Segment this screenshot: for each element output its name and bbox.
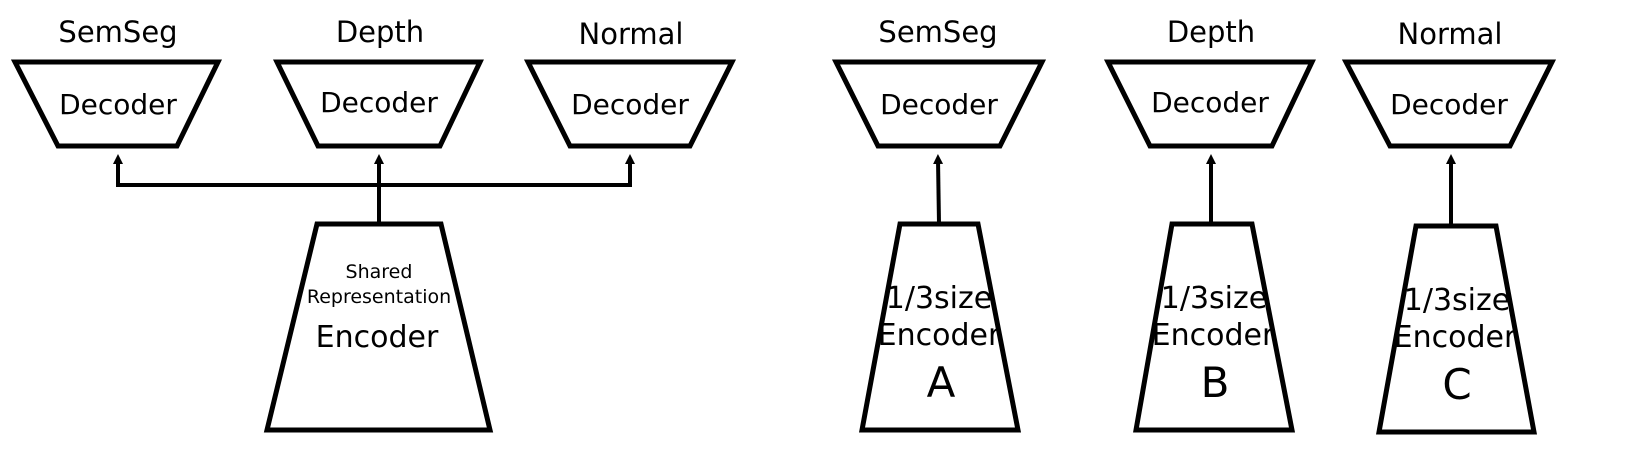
arrow-a <box>933 154 944 225</box>
encoder-label: Encoder <box>878 318 1001 353</box>
decoder-label: Decoder <box>571 88 689 121</box>
encoder-note-line2: Representation <box>307 286 451 308</box>
decoder-semseg: Decoder <box>10 59 223 149</box>
encoder-label: Encoder <box>1152 318 1275 353</box>
encoder-note-line1: Shared <box>346 261 413 283</box>
encoder-c: 1/3size Encoder C <box>1376 223 1538 435</box>
task-label-semseg: SemSeg <box>878 15 997 49</box>
decoder-normal: Decoder <box>523 59 737 149</box>
decoder-depth: Decoder <box>1103 59 1316 149</box>
encoder-b: 1/3size Encoder B <box>1133 221 1296 433</box>
decoder-label: Decoder <box>320 86 438 119</box>
decoder-label: Decoder <box>880 88 998 121</box>
shared-connectors <box>113 154 635 224</box>
shared-encoder: Shared Representation Encoder <box>263 221 494 433</box>
encoder-label: Encoder <box>1394 320 1517 355</box>
task-label-semseg: SemSeg <box>58 15 177 49</box>
encoder-letter: C <box>1442 360 1471 409</box>
decoder-label: Decoder <box>1151 86 1269 119</box>
decoder-label: Decoder <box>59 88 177 121</box>
encoder-a: 1/3size Encoder A <box>858 221 1022 433</box>
encoder-label: Encoder <box>316 320 439 355</box>
shared-architecture: SemSeg Depth Normal Decoder Decoder Deco… <box>10 15 737 433</box>
encoder-letter: B <box>1201 358 1230 407</box>
decoder-depth: Decoder <box>272 59 484 149</box>
task-label-depth: Depth <box>1167 15 1255 49</box>
decoder-label: Decoder <box>1390 88 1508 121</box>
encoder-size-label: 1/3size <box>1161 281 1267 316</box>
encoder-size-label: 1/3size <box>886 281 992 316</box>
task-label-depth: Depth <box>336 15 424 49</box>
decoder-semseg: Decoder <box>831 59 1047 149</box>
decoder-normal: Decoder <box>1341 59 1557 149</box>
split-architecture: SemSeg Decoder 1/3size Encoder A Depth D… <box>831 15 1557 435</box>
encoder-size-label: 1/3size <box>1404 283 1510 318</box>
encoder-letter: A <box>927 358 956 407</box>
task-label-normal: Normal <box>579 17 684 51</box>
task-label-normal: Normal <box>1398 17 1503 51</box>
